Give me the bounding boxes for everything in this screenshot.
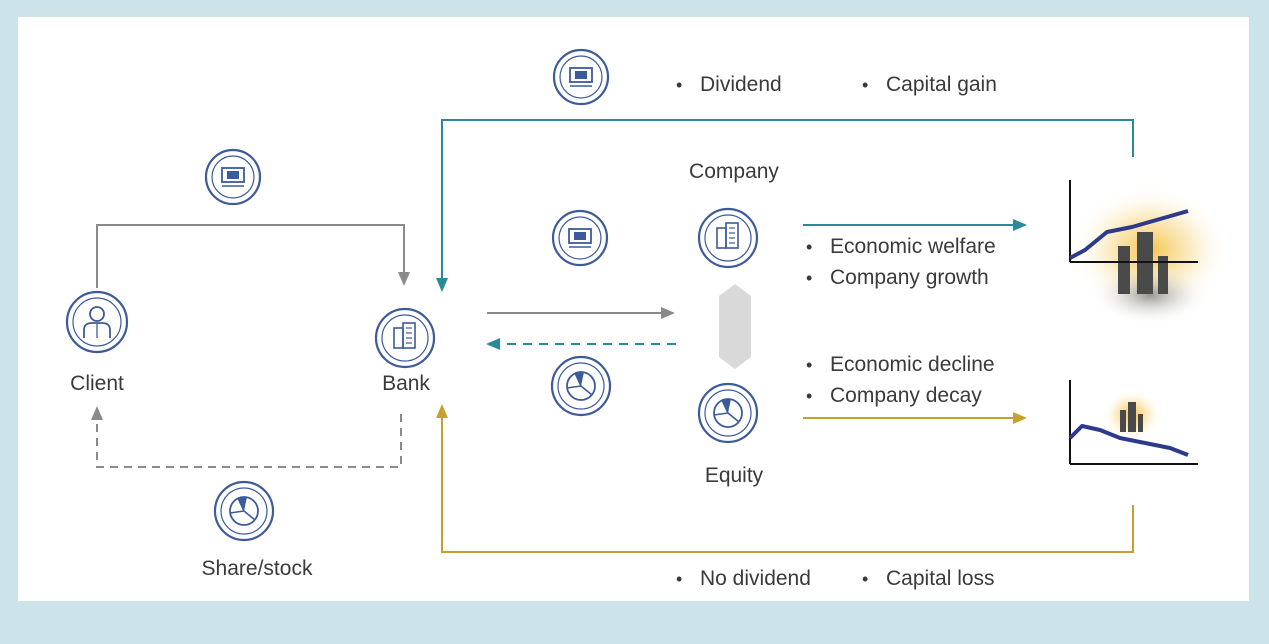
return-item-capital-gain: Capital gain <box>862 73 997 97</box>
outcome-company-decay: Company decay <box>806 384 982 408</box>
return-item-capital-loss: Capital loss <box>862 567 995 591</box>
pie-chart-icon <box>697 382 759 444</box>
outcome-economic-welfare: Economic welfare <box>806 235 996 259</box>
bank-to-company-arrowhead <box>661 307 675 319</box>
pie-chart-icon <box>550 355 612 417</box>
pie-chart-icon <box>213 480 275 542</box>
bank-to-client-share-arrow <box>96 414 402 468</box>
company-label: Company <box>689 160 779 183</box>
building-icon <box>697 207 759 269</box>
to-decline-arrowhead <box>1013 412 1027 424</box>
loss-return-arrow <box>441 414 1134 553</box>
client-label: Client <box>70 372 124 395</box>
client-to-bank-arrowhead <box>398 272 410 286</box>
money-bill-icon <box>552 48 610 106</box>
return-item-dividend: Dividend <box>676 73 782 97</box>
dividend-return-arrow <box>441 119 1134 282</box>
return-item-no-dividend: No dividend <box>676 567 811 591</box>
company-to-bank-arrowhead <box>486 338 500 350</box>
dividend-return-arrowhead <box>436 278 448 292</box>
loss-return-arrowhead <box>436 404 448 418</box>
money-bill-icon <box>204 148 262 206</box>
building-icon <box>374 307 436 369</box>
client-to-bank-money-arrow <box>96 224 405 288</box>
bank-label: Bank <box>382 372 430 395</box>
growth-chart-illustration <box>1069 180 1230 325</box>
outcome-economic-decline: Economic decline <box>806 353 995 377</box>
company-equity-connector <box>719 284 751 369</box>
outcome-company-growth: Company growth <box>806 266 989 290</box>
bank-to-client-arrowhead <box>91 406 103 420</box>
decline-chart-illustration <box>1068 380 1198 465</box>
money-bill-icon <box>551 209 609 267</box>
share-stock-label: Share/stock <box>201 557 313 580</box>
equity-label: Equity <box>704 464 764 487</box>
to-growth-arrowhead <box>1013 219 1027 231</box>
person-icon <box>65 290 129 354</box>
